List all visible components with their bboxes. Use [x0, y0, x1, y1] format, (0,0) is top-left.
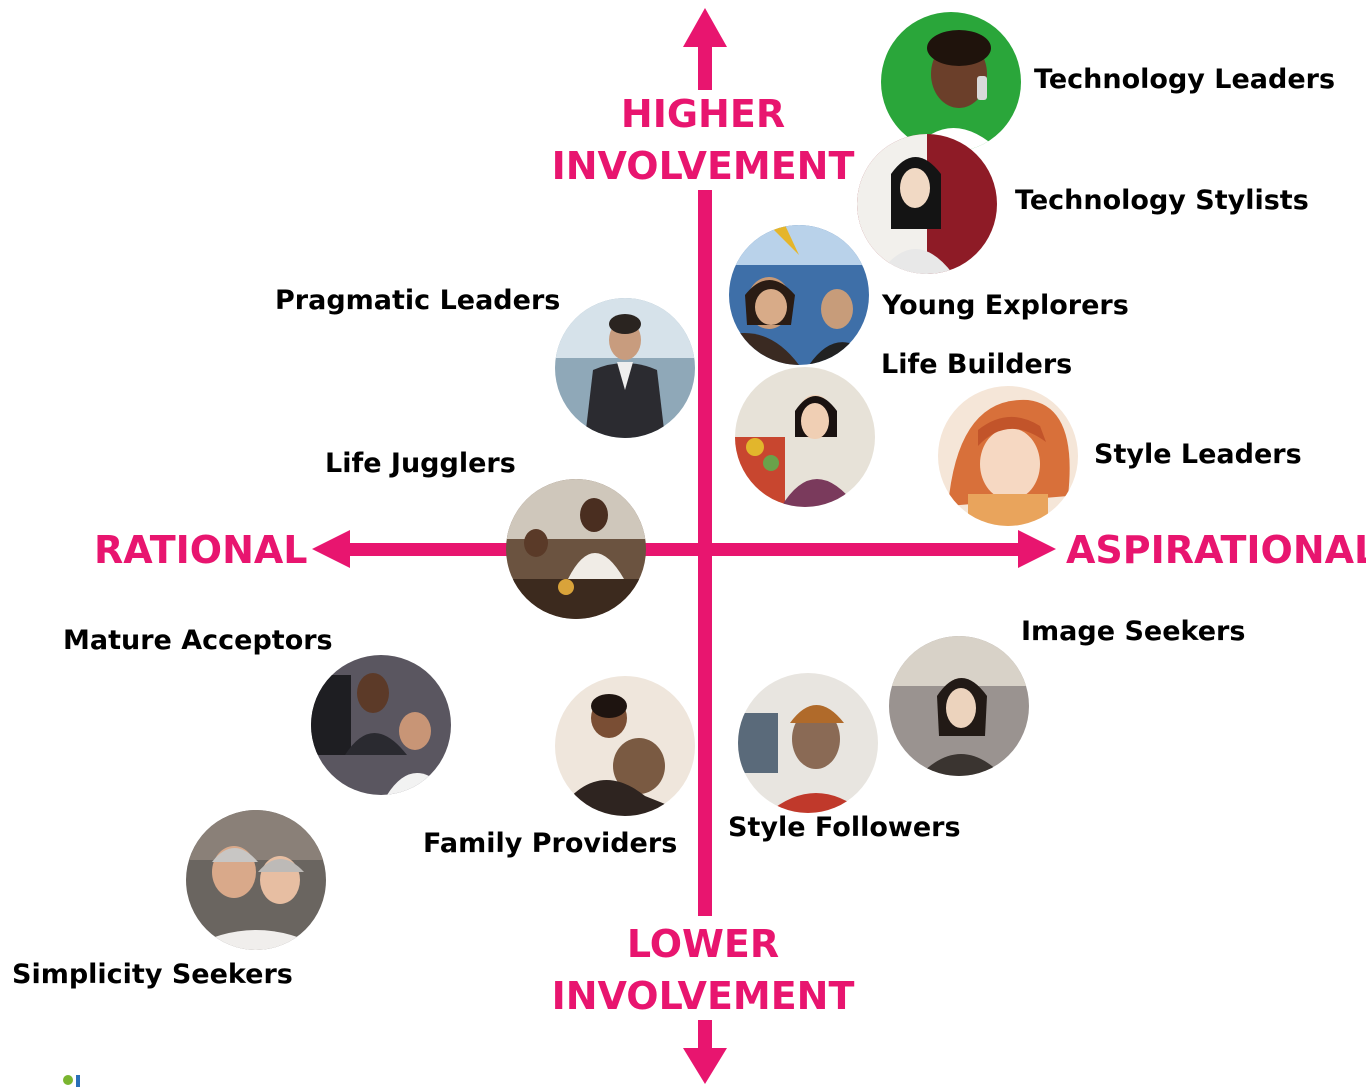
person-on-phone-photo: [881, 12, 1021, 152]
businessman-photo: [555, 298, 695, 438]
axis-label-top: HIGHER INVOLVEMENT: [548, 88, 858, 192]
vertical-axis-lower: [698, 1020, 712, 1056]
woman-with-phone-photo: [857, 134, 997, 274]
group-of-friends-photo: [729, 225, 869, 365]
vertical-axis-upper: [698, 42, 712, 90]
segment-label-life-builders: Life Builders: [881, 349, 1073, 380]
segment-label-pragmatic-leaders: Pragmatic Leaders: [275, 285, 561, 316]
man-with-hat-photo: [738, 673, 878, 813]
horizontal-axis: [345, 543, 1025, 556]
segment-label-life-jugglers: Life Jugglers: [325, 448, 516, 479]
axis-label-bottom: LOWER INVOLVEMENT: [548, 918, 858, 1022]
segment-label-technology-stylists: Technology Stylists: [1015, 185, 1309, 216]
smiling-older-couple-photo: [186, 810, 326, 950]
parent-and-child-photo: [555, 676, 695, 816]
segment-label-mature-acceptors: Mature Acceptors: [63, 625, 333, 656]
right-arrow-icon: [1018, 530, 1056, 568]
segment-label-family-providers: Family Providers: [423, 828, 678, 859]
axis-label-top-line2: INVOLVEMENT: [551, 144, 855, 188]
left-arrow-icon: [312, 530, 350, 568]
segment-label-simplicity-seekers: Simplicity Seekers: [12, 959, 293, 990]
segment-label-young-explorers: Young Explorers: [882, 290, 1129, 321]
brand-logo-icon: [63, 1075, 80, 1087]
woman-at-market-photo: [735, 367, 875, 507]
segment-label-style-followers: Style Followers: [728, 812, 961, 843]
axis-label-top-line1: HIGHER: [620, 92, 786, 136]
segment-label-technology-leaders: Technology Leaders: [1034, 64, 1336, 95]
segment-label-image-seekers: Image Seekers: [1021, 616, 1246, 647]
axis-label-right: ASPIRATIONAL: [1066, 528, 1366, 572]
up-arrow-icon: [683, 8, 727, 47]
down-arrow-icon: [683, 1048, 727, 1084]
older-couple-at-computer-photo: [311, 655, 451, 795]
segment-label-style-leaders: Style Leaders: [1094, 439, 1302, 470]
woman-in-crowd-photo: [889, 636, 1029, 776]
young-woman-portrait-photo: [938, 386, 1078, 526]
axis-label-bottom-line2: INVOLVEMENT: [551, 974, 855, 1018]
axis-label-left: RATIONAL: [94, 528, 308, 572]
family-kitchen-photo: [506, 479, 646, 619]
axis-label-bottom-line1: LOWER: [626, 922, 780, 966]
